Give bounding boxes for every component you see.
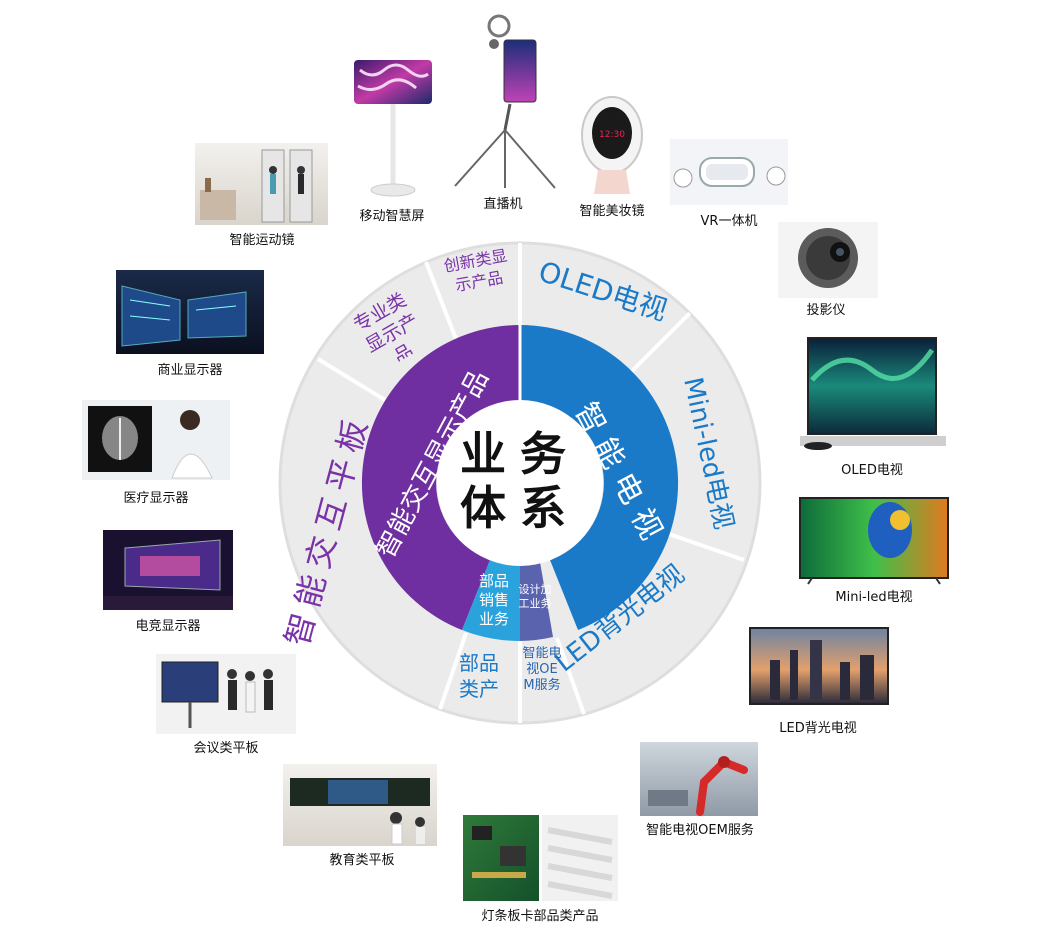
meeting-panel-icon	[156, 654, 296, 734]
outer-label-oem: 智能电视OEM服务	[522, 646, 561, 693]
product-meeting: 会议类平板	[156, 654, 296, 756]
classroom-board-icon	[283, 764, 437, 846]
circuit-board-icon	[463, 815, 618, 901]
product-label: 智能电视OEM服务	[646, 822, 754, 838]
commercial-display-icon	[116, 270, 264, 354]
product-label: 直播机	[483, 197, 522, 212]
rotating-screen-icon	[354, 60, 432, 197]
outer-label-parts: 部品类产品	[459, 651, 499, 706]
product-label: 投影仪	[806, 302, 845, 318]
wheel: 业务 体系 智能交互显示产品 智能电视 部品销售业务 设计加工业务 OLED电视…	[278, 241, 762, 725]
product-label: 灯条板卡部品类产品	[481, 908, 598, 924]
product-commercial: 商业显示器	[116, 270, 264, 378]
product-vr: VR一体机	[670, 139, 788, 229]
product-label: 电竞显示器	[135, 618, 200, 634]
product-rotating-screen: 移动智慧屏	[354, 60, 432, 224]
projector-icon	[778, 222, 878, 298]
product-miniled-tv: Mini-led电视	[799, 497, 949, 605]
product-label: 教育类平板	[329, 852, 394, 868]
product-fitness-mirror: 智能运动镜	[195, 143, 328, 248]
product-label: 移动智慧屏	[359, 208, 424, 224]
product-label: LED背光电视	[779, 721, 856, 736]
product-education: 教育类平板	[283, 764, 437, 868]
beauty-mirror-icon: 12:30	[581, 96, 643, 194]
product-projector: 投影仪	[778, 222, 878, 318]
inner-label-slate: 设计加工业务	[519, 583, 552, 610]
product-medical: 医疗显示器	[82, 400, 230, 506]
product-label: 智能美妆镜	[579, 204, 644, 219]
product-label: 医疗显示器	[123, 491, 188, 506]
product-label: VR一体机	[701, 214, 758, 229]
product-label: 商业显示器	[157, 363, 222, 378]
product-beauty-mirror: 12:30 智能美妆镜	[579, 96, 645, 219]
inner-segment-light-blue	[462, 560, 520, 641]
center-circle	[437, 400, 603, 566]
product-oem: 智能电视OEM服务	[640, 742, 758, 838]
oled-tv-icon	[800, 337, 946, 450]
inner-label-light-blue: 部品销售业务	[479, 572, 509, 628]
medical-monitor-icon	[82, 400, 230, 480]
product-livestream: 直播机	[454, 14, 556, 212]
svg-text:12:30: 12:30	[599, 130, 625, 140]
product-label: 智能运动镜	[229, 233, 294, 248]
product-label: 会议类平板	[193, 741, 258, 756]
vr-headset-icon	[670, 139, 788, 205]
inner-segment-blue	[520, 324, 679, 630]
center-title-line2: 体系	[460, 481, 580, 535]
factory-robot-icon	[640, 742, 758, 816]
inner-segment-purple	[361, 324, 520, 630]
product-gaming: 电竞显示器	[103, 530, 233, 634]
led-tv-icon	[749, 627, 889, 705]
outer-ring-dividers	[316, 243, 745, 723]
gaming-monitor-icon	[103, 530, 233, 610]
product-oled-tv: OLED电视	[800, 337, 946, 478]
product-label: Mini-led电视	[835, 590, 912, 605]
product-led-tv: LED背光电视	[749, 627, 889, 736]
fitness-mirror-icon	[195, 143, 328, 225]
product-label: OLED电视	[841, 463, 903, 478]
product-parts: 灯条板卡部品类产品	[463, 815, 618, 924]
miniled-tv-icon	[799, 497, 949, 585]
livestream-tripod-icon	[454, 14, 556, 189]
center-title-line1: 业务	[460, 427, 580, 481]
inner-segment-slate	[520, 562, 553, 641]
